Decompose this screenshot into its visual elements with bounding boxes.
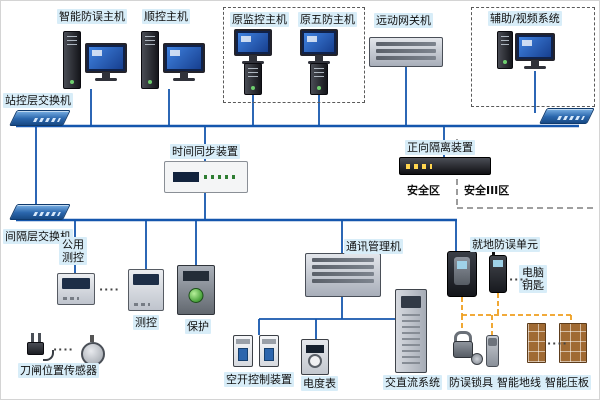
rack-slot (312, 279, 374, 283)
monitor-screen (238, 33, 268, 52)
aux-video-tower (497, 31, 513, 69)
energy-meter-device (301, 339, 329, 375)
original-wufang-host-tower (310, 63, 328, 95)
label-computer-key: 电脑钥匙 (519, 265, 547, 293)
breaker-device (233, 335, 253, 367)
original-wufang-host-monitor (300, 29, 338, 56)
smart-ground-wire-device (486, 335, 499, 367)
plug-body (27, 342, 54, 361)
label-forward-isolation: 正向隔离装置 (405, 140, 475, 155)
label-antierror-lock: 防误锁具 (447, 375, 495, 390)
label-original-monitor-host: 原监控主机 (230, 12, 289, 27)
monitor-screen (304, 33, 334, 52)
label-time-sync-device: 时间同步装置 (170, 144, 240, 159)
ellipsis-dots: ···· (547, 337, 568, 350)
label-protection: 保护 (185, 319, 211, 334)
knife-position-sensor-device (81, 335, 105, 366)
rack-slot (376, 56, 436, 60)
monitor-screen (167, 47, 201, 69)
label-measure-control: 测控 (133, 315, 159, 330)
label-bay-layer-switch: 间隔层交换机 (3, 229, 73, 244)
rack-slot (312, 258, 374, 262)
smart-pressure-plate-strip (559, 323, 587, 363)
monitor-screen (89, 47, 123, 69)
label-station-layer-switch: 站控层交换机 (3, 93, 73, 108)
rack-slot (376, 49, 436, 53)
local-antierror-dock (447, 251, 477, 297)
label-comm-manager: 通讯管理机 (344, 239, 403, 254)
label-smart-antierror-host: 智能防误主机 (57, 9, 127, 24)
blue-network-lines (16, 67, 579, 339)
sequence-control-host-tower (141, 31, 159, 89)
antierror-padlock (453, 331, 473, 359)
label-security-zone: 安全区 (407, 184, 440, 197)
time-sync-unit (164, 161, 248, 193)
comm-manager-device (305, 253, 381, 297)
rack-slot (376, 42, 436, 46)
label-energy-meter: 电度表 (301, 376, 338, 391)
antierror-lock-disc (471, 353, 483, 365)
label-common-measure-control: 公用测控 (59, 237, 87, 265)
label-original-wufang-host: 原五防主机 (298, 12, 357, 27)
label-smart-pressure-plate: 智能压板 (543, 375, 591, 390)
orange-local-lines (461, 293, 572, 335)
telecontrol-gateway-device (369, 37, 443, 67)
ac-dc-cabinet (395, 289, 427, 373)
smart-antierror-host-monitor (85, 43, 127, 73)
ellipsis-dots: ···· (53, 343, 74, 356)
ellipsis-dots: ···· (509, 273, 530, 286)
label-telecontrol-gateway: 远动网关机 (374, 13, 433, 28)
rack-slot (312, 265, 374, 269)
zone3-switch-device (539, 108, 595, 124)
sequence-control-host-monitor (163, 43, 205, 73)
label-security-zone-iii: 安全III区 (464, 184, 510, 197)
aux-video-monitor (515, 33, 555, 61)
original-monitor-host-monitor (234, 29, 272, 56)
label-aux-video-system: 辅助/视频系统 (488, 11, 562, 26)
label-ac-dc-system: 交直流系统 (383, 375, 442, 390)
common-measure-control-device (57, 273, 95, 305)
label-local-antierror-unit: 就地防误单元 (470, 237, 540, 252)
smart-antierror-host-tower (63, 31, 81, 89)
plug-sensor (27, 333, 54, 361)
breaker-device (259, 335, 279, 367)
station-layer-switch-device (9, 110, 71, 126)
ellipsis-dots: ···· (99, 283, 120, 296)
label-smart-ground-wire: 智能地线 (495, 375, 543, 390)
air-switch-control-devices (233, 335, 279, 367)
label-sequence-control-host: 顺控主机 (142, 9, 190, 24)
rack-slot (312, 272, 374, 276)
forward-isolation-unit (399, 157, 491, 175)
bay-layer-switch-device (9, 204, 71, 220)
monitor-screen (519, 37, 551, 57)
local-antierror-handset (489, 249, 507, 293)
label-knife-position-sensor: 刀闸位置传感器 (18, 363, 99, 378)
label-air-switch-control: 空开控制装置 (224, 372, 294, 387)
smart-pressure-plate-strip (527, 323, 546, 363)
original-monitor-host-tower (244, 63, 262, 95)
protection-device (177, 265, 215, 315)
measure-control-device (128, 269, 164, 311)
